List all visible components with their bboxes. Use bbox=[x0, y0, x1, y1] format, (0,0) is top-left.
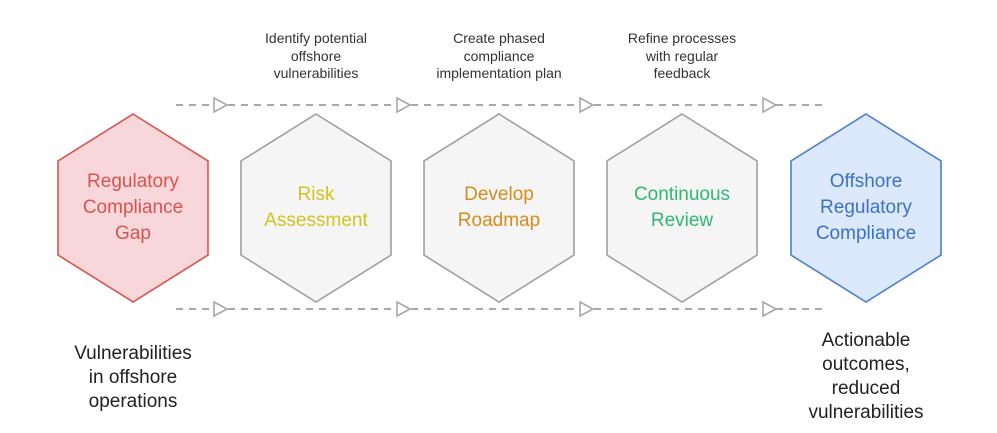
arrowhead-icon bbox=[213, 96, 229, 114]
step-label-offshore: Offshore Regulatory Compliance bbox=[815, 171, 917, 244]
connectors bbox=[176, 96, 822, 318]
bottom-description-right: Actionable outcomes, reduced vulnerabili… bbox=[808, 330, 924, 423]
step-label-review: Continuous Review bbox=[633, 184, 731, 231]
arrowhead-icon bbox=[396, 96, 412, 114]
arrowhead-icon bbox=[213, 300, 229, 318]
step-label-gap: Regulatory Compliance Gap bbox=[82, 171, 184, 244]
hexagon-gap bbox=[57, 113, 209, 303]
arrowhead-icon bbox=[762, 300, 778, 318]
step-label-roadmap: Develop Roadmap bbox=[457, 184, 541, 231]
top-description-review: Refine processes with regular feedback bbox=[627, 30, 737, 81]
hexagon-risk bbox=[240, 113, 392, 303]
arrowhead-icon bbox=[579, 96, 595, 114]
top-description-roadmap: Create phased compliance implementation … bbox=[436, 30, 562, 81]
arrowhead-icon bbox=[579, 300, 595, 318]
hexagon-steps bbox=[57, 113, 942, 303]
bottom-description-left: Vulnerabilities in offshore operations bbox=[74, 343, 192, 412]
hexagon-roadmap bbox=[423, 113, 575, 303]
arrowhead-icon bbox=[396, 300, 412, 318]
hexagon-review bbox=[606, 113, 758, 303]
arrowhead-icon bbox=[762, 96, 778, 114]
step-label-risk: Risk Assessment bbox=[264, 184, 368, 231]
top-description-risk: Identify potential offshore vulnerabilit… bbox=[265, 30, 367, 81]
hexagon-offshore bbox=[790, 113, 942, 303]
